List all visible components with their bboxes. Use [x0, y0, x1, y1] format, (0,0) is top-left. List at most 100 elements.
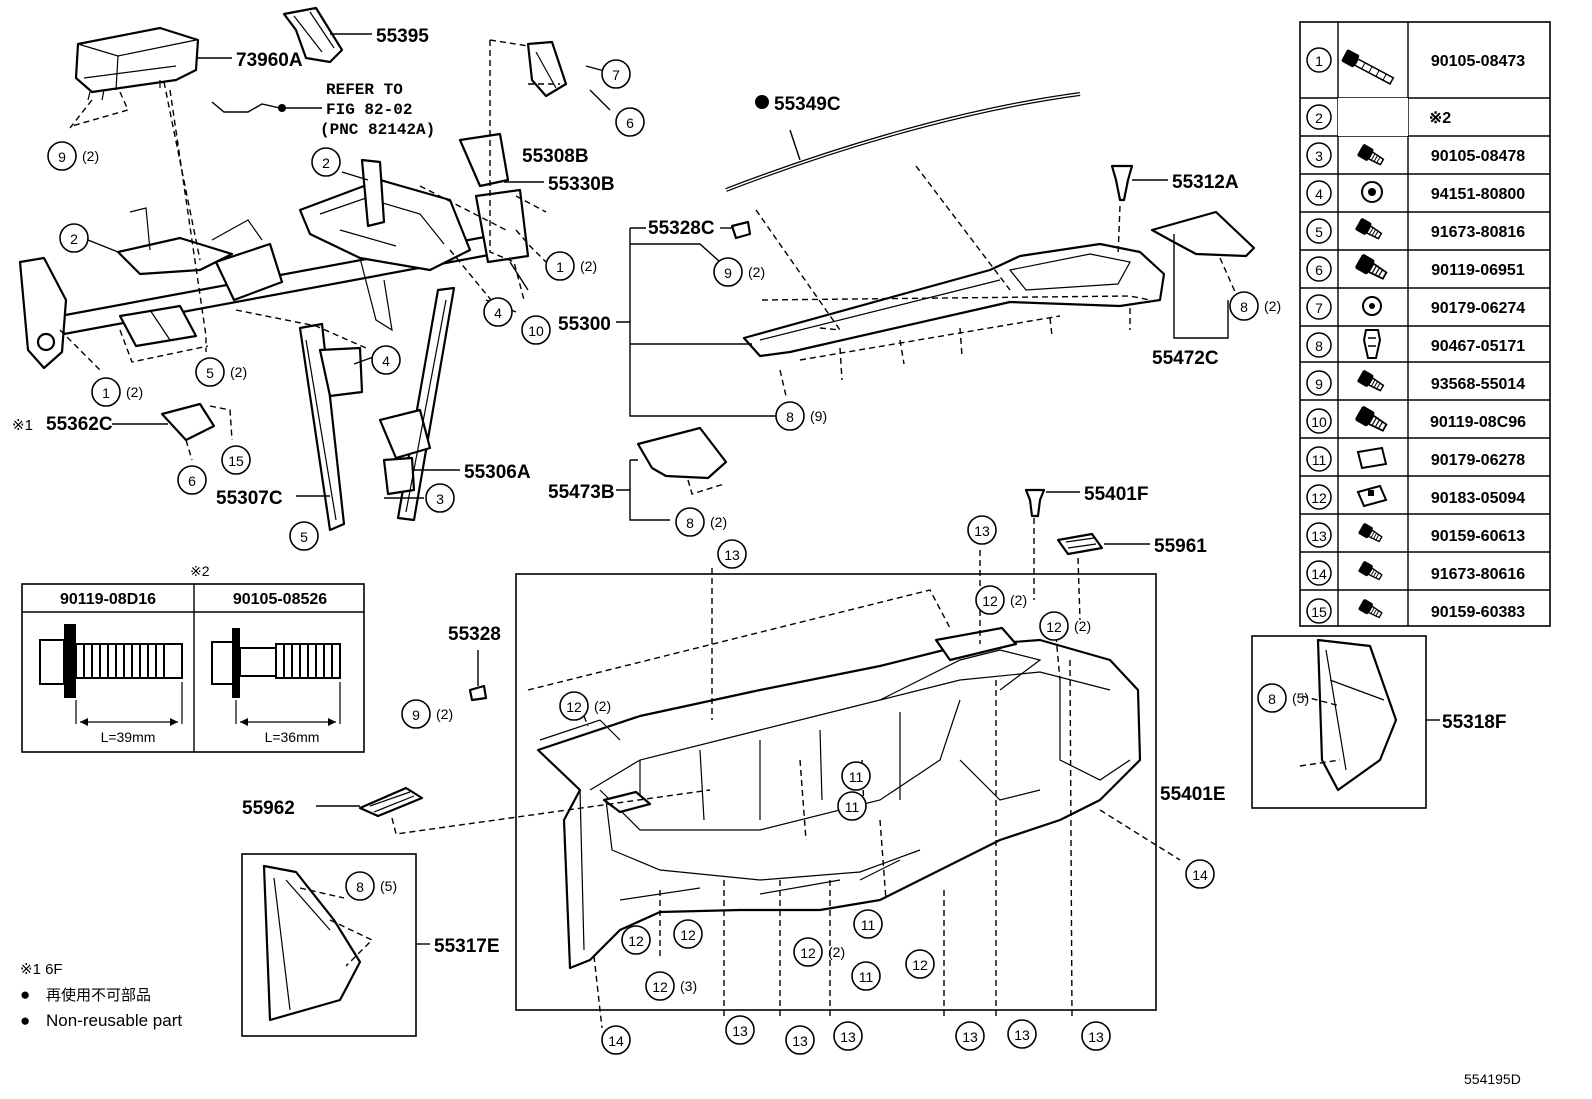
- part-label-55401F: 55401F: [1084, 484, 1148, 505]
- callout-number: 12: [566, 699, 582, 715]
- callout-number: 7: [612, 67, 620, 83]
- table-row-number-circle: [1306, 256, 1332, 282]
- callout-number: 9: [412, 707, 420, 723]
- legend-bullet-jp: ●: [20, 985, 30, 1004]
- callout-circle: [675, 507, 705, 537]
- bracket-55308B: [526, 40, 568, 98]
- bracket-55362C: [160, 402, 216, 442]
- callout-circle: [853, 909, 883, 939]
- part-label-55962: 55962: [242, 798, 295, 819]
- part-label-55312A: 55312A: [1172, 172, 1239, 193]
- callout-circle: [775, 401, 805, 431]
- part-label-55349C: 55349C: [774, 94, 841, 115]
- bolt-icon-flanged: [39, 624, 183, 698]
- callout-number: 12: [1046, 619, 1062, 635]
- callout-number: 12: [982, 593, 998, 609]
- screw-icon: [1357, 559, 1385, 584]
- table-row-number-circle: [1306, 332, 1332, 358]
- cover-55472C: [1150, 210, 1256, 258]
- non-reusable-dot-55349C: [755, 95, 769, 109]
- callout-circle: [615, 107, 645, 137]
- callout-circle: [559, 691, 589, 721]
- brace-55307C: [298, 322, 364, 532]
- part-label-55328C: 55328C: [648, 218, 715, 239]
- table-row-part-number: 90105-08478: [1431, 148, 1525, 165]
- callout-quantity: (2): [126, 384, 143, 400]
- callout-circle: [601, 1025, 631, 1055]
- callout-number: 13: [974, 523, 990, 539]
- callout-circle: [955, 1021, 985, 1051]
- callout-number: 1: [102, 385, 110, 401]
- bolt-icon-long: [1341, 49, 1395, 85]
- callout-circle: [401, 699, 431, 729]
- callout-circle: [905, 949, 935, 979]
- callout-number: 8: [1268, 691, 1276, 707]
- table-row-part-number: 90119-08C96: [1430, 414, 1526, 431]
- part-label-55317E: 55317E: [434, 936, 500, 957]
- callout-quantity: (2): [1264, 298, 1281, 314]
- part-label-55395: 55395: [376, 26, 429, 47]
- bolt-detail-part-1: 90119-08D16: [60, 591, 156, 608]
- callout-circle: [47, 141, 77, 171]
- table-row-number: 14: [1311, 566, 1327, 582]
- callout-number: 11: [849, 769, 864, 785]
- callout-circle: [425, 483, 455, 513]
- part-label-55300: 55300: [558, 314, 611, 335]
- bolt-detail-length-2: L=36mm: [265, 729, 320, 745]
- callout-number: 9: [724, 265, 732, 281]
- callout-number: 5: [300, 529, 308, 545]
- part-label-55362C: 55362C: [46, 414, 113, 435]
- callout-circle: [673, 919, 703, 949]
- u-nut-icon: [1356, 446, 1388, 470]
- table-row-number-circle: [1306, 446, 1332, 472]
- part-label-55961: 55961: [1154, 536, 1207, 557]
- part-label-55328: 55328: [448, 624, 501, 645]
- callout-quantity: (2): [230, 364, 247, 380]
- bolt-icon: [1353, 404, 1390, 436]
- screw-icon: [1355, 142, 1387, 169]
- table-row-number: 10: [1311, 414, 1327, 430]
- part-label-55318F: 55318F: [1442, 712, 1506, 733]
- callout-number: 10: [528, 323, 544, 339]
- table-row-part-number: 94151-80800: [1431, 186, 1525, 203]
- part-label-55472C: 55472C: [1152, 348, 1219, 369]
- diagram-id: 554195D: [1464, 1071, 1521, 1087]
- callout-circle: [1039, 611, 1069, 641]
- callout-number: 13: [840, 1029, 856, 1045]
- callout-quantity: (9): [810, 408, 827, 424]
- callout-quantity: (2): [82, 148, 99, 164]
- part-label-55306A: 55306A: [464, 462, 531, 483]
- legend-bullet-en: ●: [20, 1011, 30, 1030]
- callout-circle: [601, 59, 631, 89]
- callout-circle: [645, 971, 675, 1001]
- table-row-number: 2: [1315, 110, 1323, 126]
- refer-note-line3: (PNC 82142A): [320, 121, 435, 139]
- callout-number: 8: [686, 515, 694, 531]
- bolt-detail-length-1: L=39mm: [101, 729, 156, 745]
- table-row-part-number: 90159-60383: [1431, 604, 1525, 621]
- table-row-part-number: 90105-08473: [1431, 53, 1525, 70]
- callout-circle: [371, 345, 401, 375]
- callout-number: 12: [628, 933, 644, 949]
- table-row-number-circle: [1306, 370, 1332, 396]
- cover-55473B: [636, 426, 728, 480]
- table-row-number-circle: [1306, 104, 1332, 130]
- callout-number: 6: [188, 473, 196, 489]
- table-row-part-number: 91673-80616: [1431, 566, 1525, 583]
- callout-number: 13: [1014, 1027, 1030, 1043]
- vent-55961: [1056, 532, 1104, 556]
- callout-number: 13: [732, 1023, 748, 1039]
- table-row-number-circle: [1306, 408, 1332, 434]
- table-row-number: 12: [1311, 490, 1327, 506]
- callout-circle: [91, 377, 121, 407]
- part-label-55473B: 55473B: [548, 482, 615, 503]
- refer-note-line1: REFER TO: [326, 81, 403, 99]
- callout-circle: [1257, 683, 1287, 713]
- table-row-part-number: 90183-05094: [1431, 490, 1525, 507]
- nut-icon: [1361, 181, 1383, 203]
- table-row-part-number: 90467-05171: [1431, 338, 1525, 355]
- clip-icon: [1362, 329, 1382, 359]
- callout-number: 4: [382, 353, 390, 369]
- callout-circle: [521, 315, 551, 345]
- legend-non-reusable-en: Non-reusable part: [46, 1011, 182, 1030]
